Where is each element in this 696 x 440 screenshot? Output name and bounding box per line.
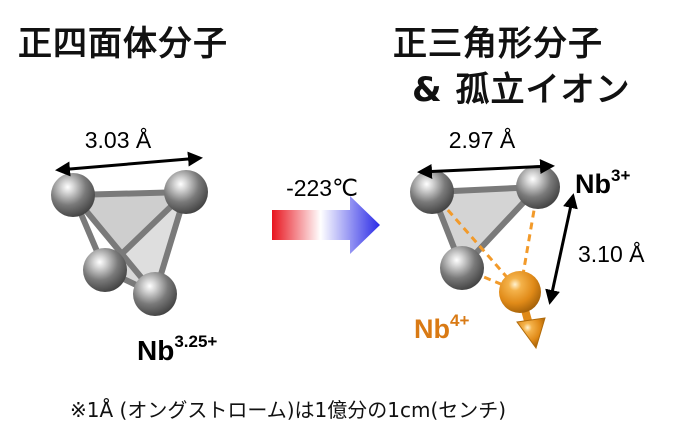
temperature-label: -223℃	[286, 175, 358, 201]
nb4-atom	[499, 271, 541, 313]
tetrahedron-molecule	[51, 170, 208, 316]
nb-atom	[410, 170, 454, 214]
displacement-arrowhead	[516, 317, 546, 350]
nb4-ion	[499, 271, 546, 350]
nb-atom	[51, 173, 95, 217]
right-title-line1: 正三角形分子	[393, 24, 603, 64]
right-distance-label: 2.97 Å	[449, 126, 516, 153]
nb-atom	[133, 272, 177, 316]
nb-atom	[516, 165, 560, 209]
vertical-distance-label: 3.10 Å	[578, 240, 645, 267]
vertical-distance-arrow	[545, 193, 578, 305]
nb-atom	[440, 246, 484, 290]
transition-arrow	[272, 196, 380, 254]
nb-atom	[164, 170, 208, 214]
left-distance-arrow	[55, 151, 203, 177]
right-title-line2: & 孤立イオン	[412, 70, 631, 110]
left-title: 正四面体分子	[18, 24, 228, 64]
left-distance-label: 3.03 Å	[85, 126, 152, 153]
nb-atom	[83, 248, 127, 292]
nb4-label: Nb4+	[414, 311, 469, 344]
nb3-label: Nb3+	[575, 166, 630, 199]
footnote: ※1Å (オングストローム)は1億分の1cm(センチ)	[70, 398, 507, 422]
nb-325-label: Nb3.25+	[137, 332, 217, 366]
right-distance-arrow	[417, 159, 555, 179]
